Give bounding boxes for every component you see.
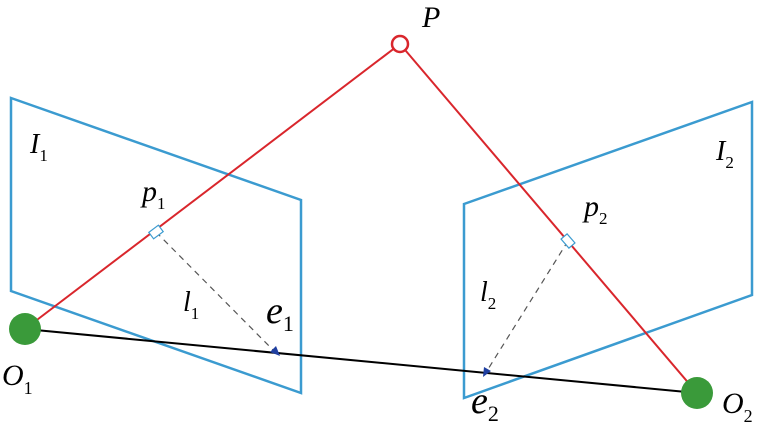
epipole-1-arrow-icon [270, 346, 280, 356]
label-epipolar-line-2: l2 [480, 277, 496, 313]
label-epipole-1: e1 [266, 290, 294, 336]
label-camera-center-2: O2 [722, 387, 753, 426]
label-plane-2: I2 [715, 136, 734, 172]
epipole-2-arrow-icon [483, 367, 491, 377]
epipolar-line-1 [155, 231, 277, 354]
label-projection-2: p2 [582, 190, 608, 228]
projection-1-marker-icon [147, 224, 165, 240]
label-plane-1: I1 [29, 129, 48, 165]
ray-o2-to-p [399, 43, 698, 394]
image-plane-2 [462, 100, 754, 400]
label-projection-1: p1 [140, 175, 166, 213]
point-p-icon [390, 34, 410, 54]
projection-2-marker-icon [560, 233, 576, 249]
label-epipole-2: e2 [471, 380, 499, 426]
label-camera-center-1: O1 [2, 359, 33, 398]
label-epipolar-line-1: l1 [183, 287, 199, 323]
image-plane-1 [9, 96, 303, 395]
baseline [24, 328, 698, 394]
ray-o1-to-p [24, 43, 401, 330]
label-point-p: P [421, 1, 440, 34]
epipolar-line-2 [484, 240, 569, 375]
camera-center-1-icon [9, 313, 41, 345]
camera-center-2-icon [681, 377, 713, 409]
